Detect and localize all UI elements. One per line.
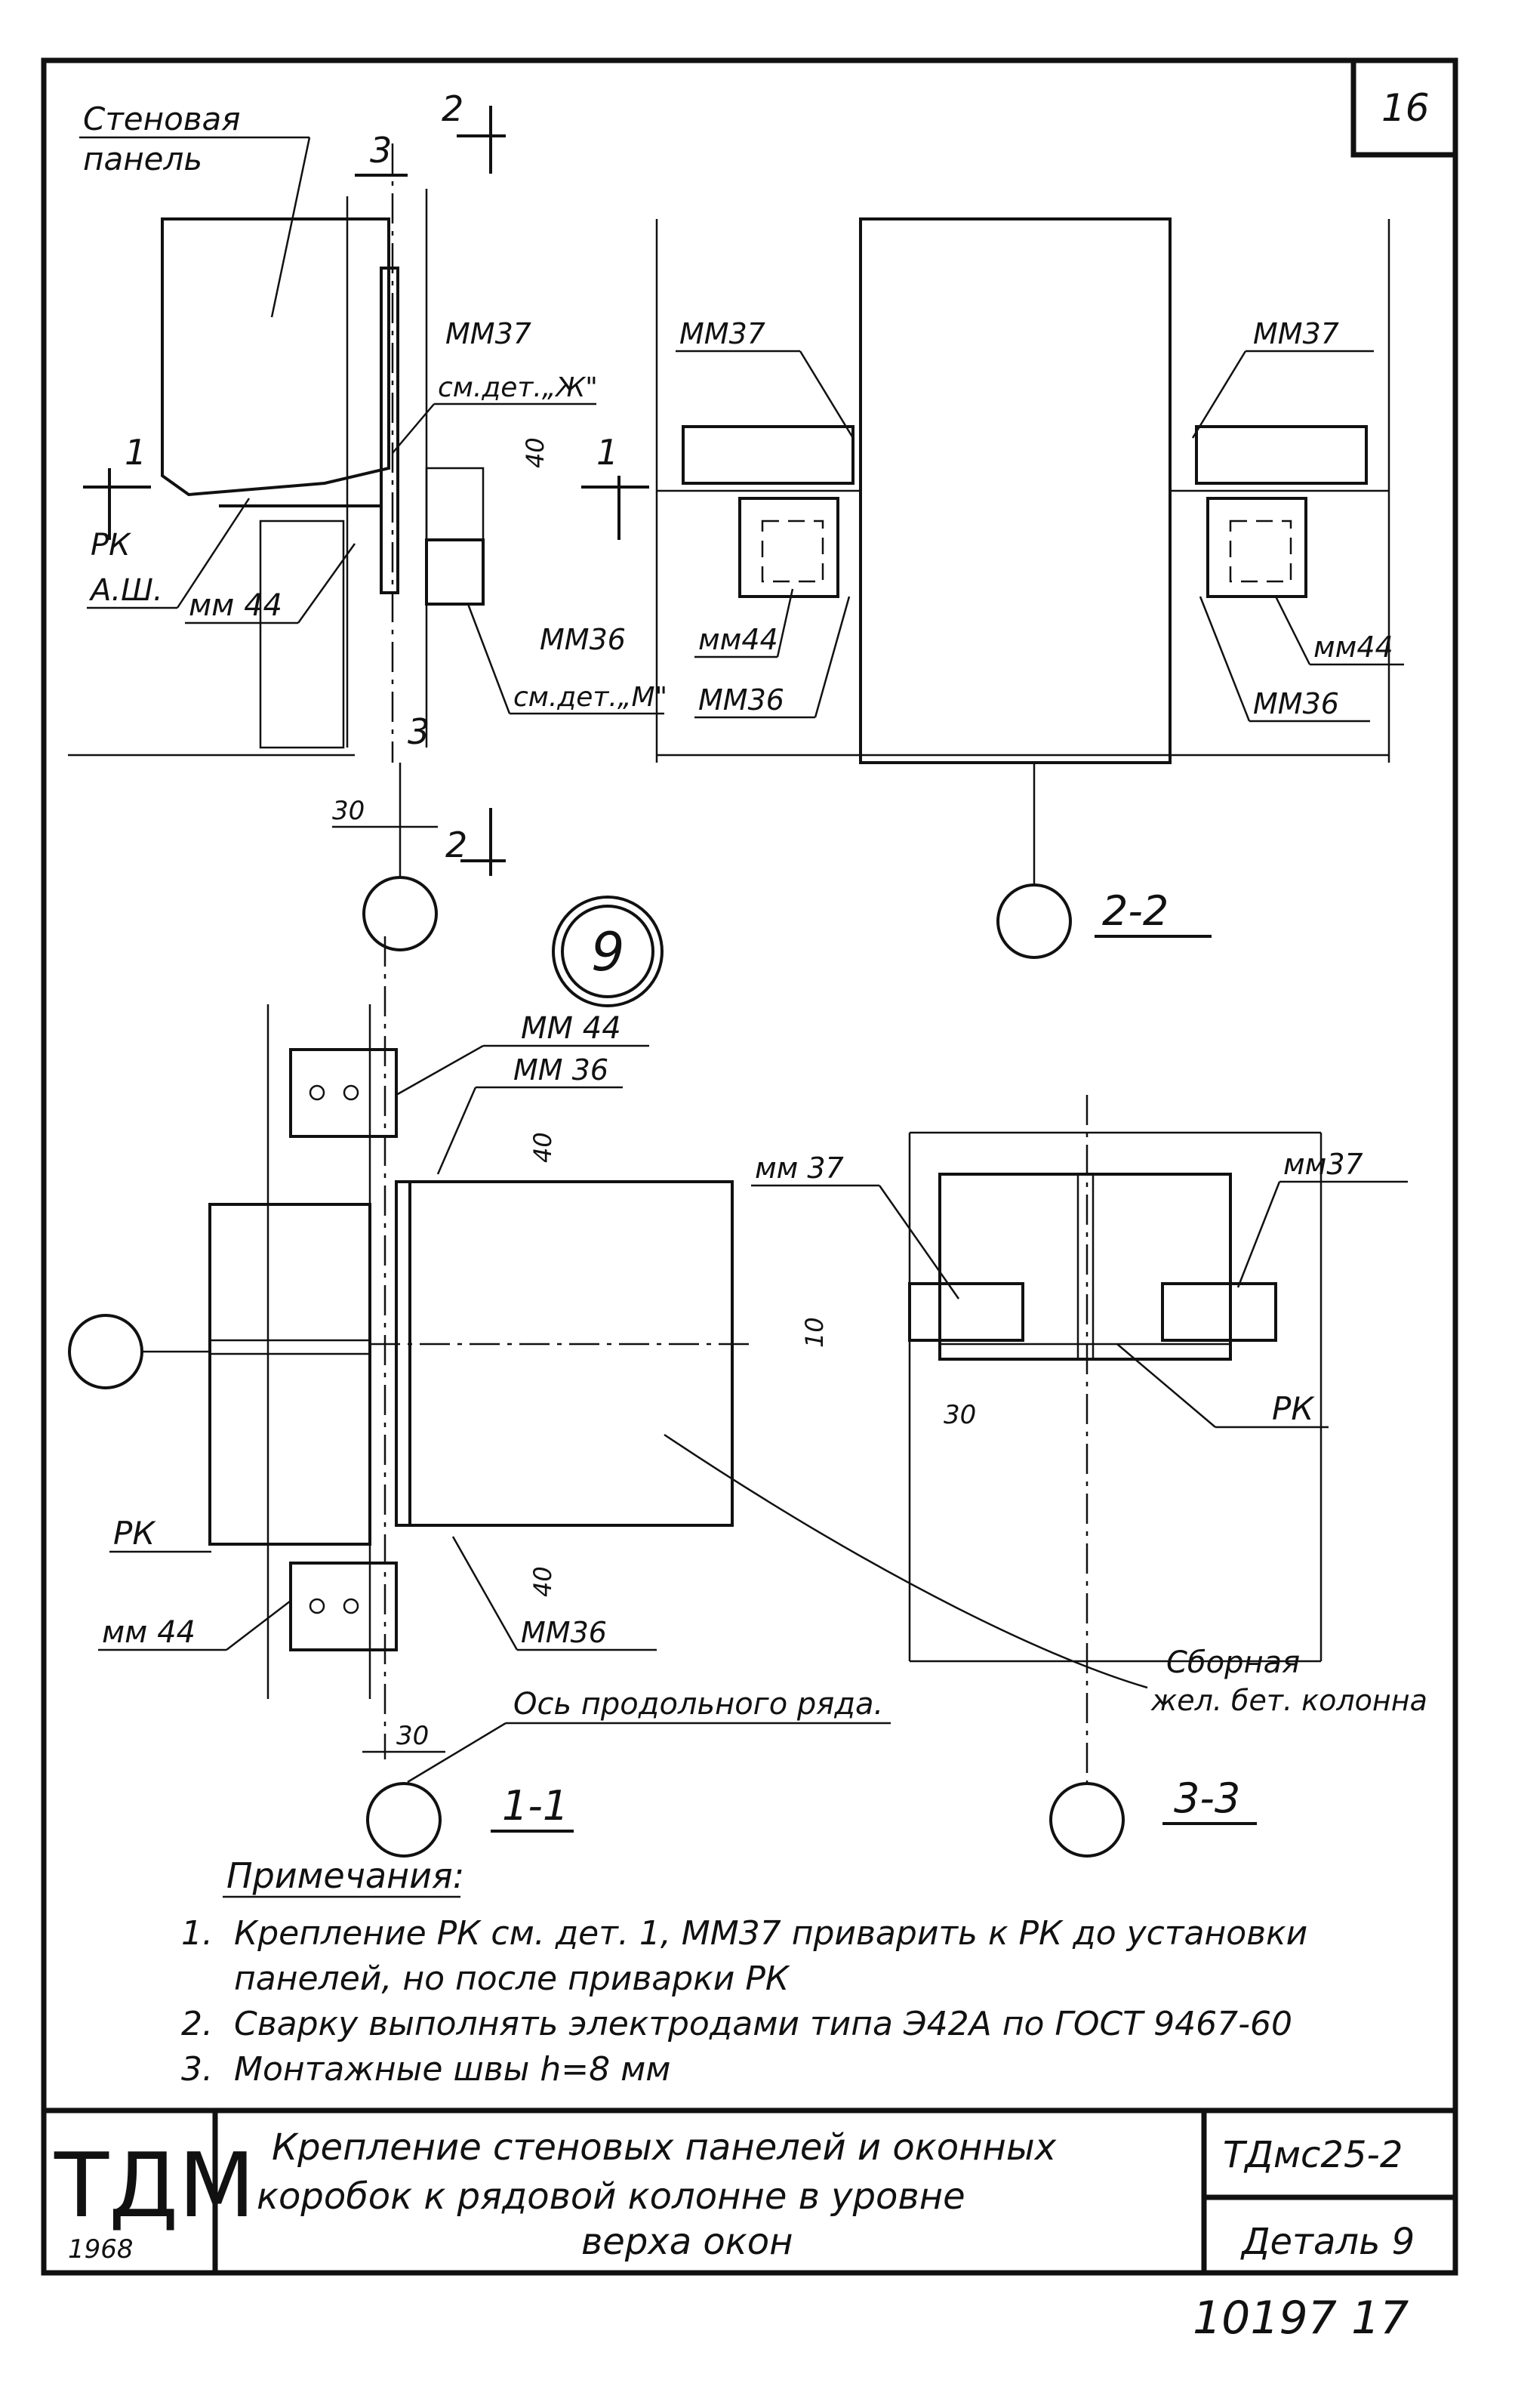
dim-30-1-1: 30 <box>396 1721 429 1751</box>
sheet-year: 1968 <box>68 2234 134 2265</box>
label-mm36-left-2-2: ММ36 <box>698 683 784 717</box>
label-mm44-top-1-1: ММ 44 <box>521 1011 621 1046</box>
label-mm36-9: ММ36 <box>540 623 626 656</box>
note-2-text: Сварку выполнять электродами типа Э42А п… <box>234 2005 1292 2043</box>
section-2-2: ММ37 ММ37 мм44 ММ36 мм44 ММ36 2-2 <box>655 217 1404 959</box>
dim-40-bottom-1-1: 40 <box>528 1566 557 1597</box>
note-1-num: 1. <box>181 1914 213 1953</box>
cut-2-top: 2 <box>442 88 463 129</box>
title-line-3: верха окон <box>581 2221 793 2263</box>
note-3-num: 3. <box>181 2050 213 2089</box>
section-label-2-2: 2-2 <box>1102 887 1169 935</box>
label-det-m: см.дет.„М" <box>513 682 667 713</box>
note-2-num: 2. <box>181 2005 213 2043</box>
label-det-zh: см.дет.„Ж" <box>438 372 598 403</box>
section-3-3: мм 37 мм37 10 30 РК Сборная жел. бет. ко… <box>664 1095 1427 1858</box>
axis-bubble-9 <box>362 876 438 951</box>
title-line-2: коробок к рядовой колонне в уровне <box>257 2175 965 2218</box>
axis-bubble-3-3 <box>1049 1782 1125 1858</box>
sheet-number: 16 <box>1381 86 1430 130</box>
cut-3-bottom: 3 <box>408 711 430 752</box>
axis-label: Ось продольного ряда. <box>513 1687 883 1722</box>
sheet-number-box: 16 <box>1350 57 1458 158</box>
note-1b-text: панелей, но после приварки РК <box>234 1959 790 1998</box>
label-mm36-bottom-1-1: ММ36 <box>521 1616 607 1649</box>
label-mm44-left-2-2: мм44 <box>698 623 778 656</box>
wall-panel-label-1: Стеновая <box>83 100 241 137</box>
window-box-mm36 <box>425 538 485 606</box>
cut-3-top: 3 <box>370 130 392 171</box>
column-label-1: Сборная <box>1166 1645 1300 1680</box>
label-pk-1-1: РК <box>113 1515 156 1552</box>
mm37-right-3-3 <box>1161 1282 1277 1342</box>
label-mm44-9: мм 44 <box>189 588 282 623</box>
section-label-1-1: 1-1 <box>502 1782 568 1830</box>
note-3-text: Монтажные швы h=8 мм <box>234 2050 671 2089</box>
label-mm37-9: ММ37 <box>445 317 531 350</box>
window-box-right <box>1206 497 1307 598</box>
wall-panel-concrete <box>161 217 390 497</box>
section-label-3-3: 3-3 <box>1174 1774 1240 1822</box>
axis-bubble-left-1-1 <box>68 1314 143 1389</box>
mm37-left-3-3 <box>908 1282 1024 1342</box>
label-pk-9: РК <box>91 528 131 563</box>
notes: Примечания: 1. Крепление РК см. дет. 1, … <box>181 1855 1307 2089</box>
axis-bubble-2-2 <box>996 883 1072 959</box>
column-concrete-1-1 <box>395 1180 734 1527</box>
dim-30-3-3: 30 <box>944 1400 976 1430</box>
steel-angle-mm37 <box>380 267 399 594</box>
section-9: Стеновая панель 2 3 1 1 ММ37 см.дет.„Ж" … <box>68 88 667 951</box>
cut-1-right: 1 <box>596 432 618 473</box>
label-mm44-bottom-1-1: мм 44 <box>102 1615 196 1650</box>
column-label-2: жел. бет. колонна <box>1150 1684 1427 1717</box>
wall-panel-label-2: панель <box>83 140 202 177</box>
label-mm44-right-2-2: мм44 <box>1313 631 1393 664</box>
label-ash: А.Ш. <box>88 573 163 608</box>
sheet-frame <box>41 57 1458 2276</box>
sheet-detail: Деталь 9 <box>1240 2221 1415 2263</box>
axis-bubble-bottom-1-1 <box>366 1782 442 1858</box>
cut-1-left: 1 <box>125 432 146 473</box>
label-pk-3-3: РК <box>1272 1390 1315 1427</box>
detail-marker-9: 9 <box>552 896 664 1007</box>
dim-40-9: 40 <box>521 437 550 468</box>
label-mm37-left-3-3: мм 37 <box>755 1152 844 1185</box>
cut-2-bottom: 2 <box>445 825 467 865</box>
column-concrete-2-2 <box>859 217 1172 764</box>
label-mm37-left-2-2: ММ37 <box>679 317 765 350</box>
title-block: ТДМ 1968 Крепление стеновых панелей и ок… <box>44 2107 1455 2273</box>
mm44-plate-bottom <box>289 1562 398 1651</box>
dim-10-3-3: 10 <box>800 1317 829 1348</box>
title-line-1: Крепление стеновых панелей и оконных <box>272 2126 1057 2169</box>
dim-40-top-1-1: 40 <box>528 1132 557 1163</box>
column-frame-3-3 <box>938 1173 1232 1361</box>
org-logo: ТДМ <box>54 2133 255 2237</box>
label-mm36-top-1-1: ММ 36 <box>513 1053 608 1087</box>
section-1-1: ММ 44 ММ 36 40 РК мм 44 40 ММ36 30 Ось п… <box>68 936 891 1858</box>
detail-marker-label: 9 <box>591 921 625 983</box>
window-box-pk <box>208 1203 371 1546</box>
label-mm36-right-2-2: ММ36 <box>1253 687 1339 720</box>
window-box-left <box>738 497 839 598</box>
label-mm37-right-3-3: мм37 <box>1283 1148 1363 1181</box>
note-1-text: Крепление РК см. дет. 1, ММ37 приварить … <box>234 1914 1307 1953</box>
mm44-plate-top <box>289 1048 398 1138</box>
dim-30-9: 30 <box>332 796 365 826</box>
label-mm37-right-2-2: ММ37 <box>1253 317 1339 350</box>
notes-heading: Примечания: <box>226 1855 464 1896</box>
sheet-code: ТДмс25-2 <box>1223 2134 1403 2176</box>
archive-number: 10197 17 <box>1193 2292 1409 2345</box>
